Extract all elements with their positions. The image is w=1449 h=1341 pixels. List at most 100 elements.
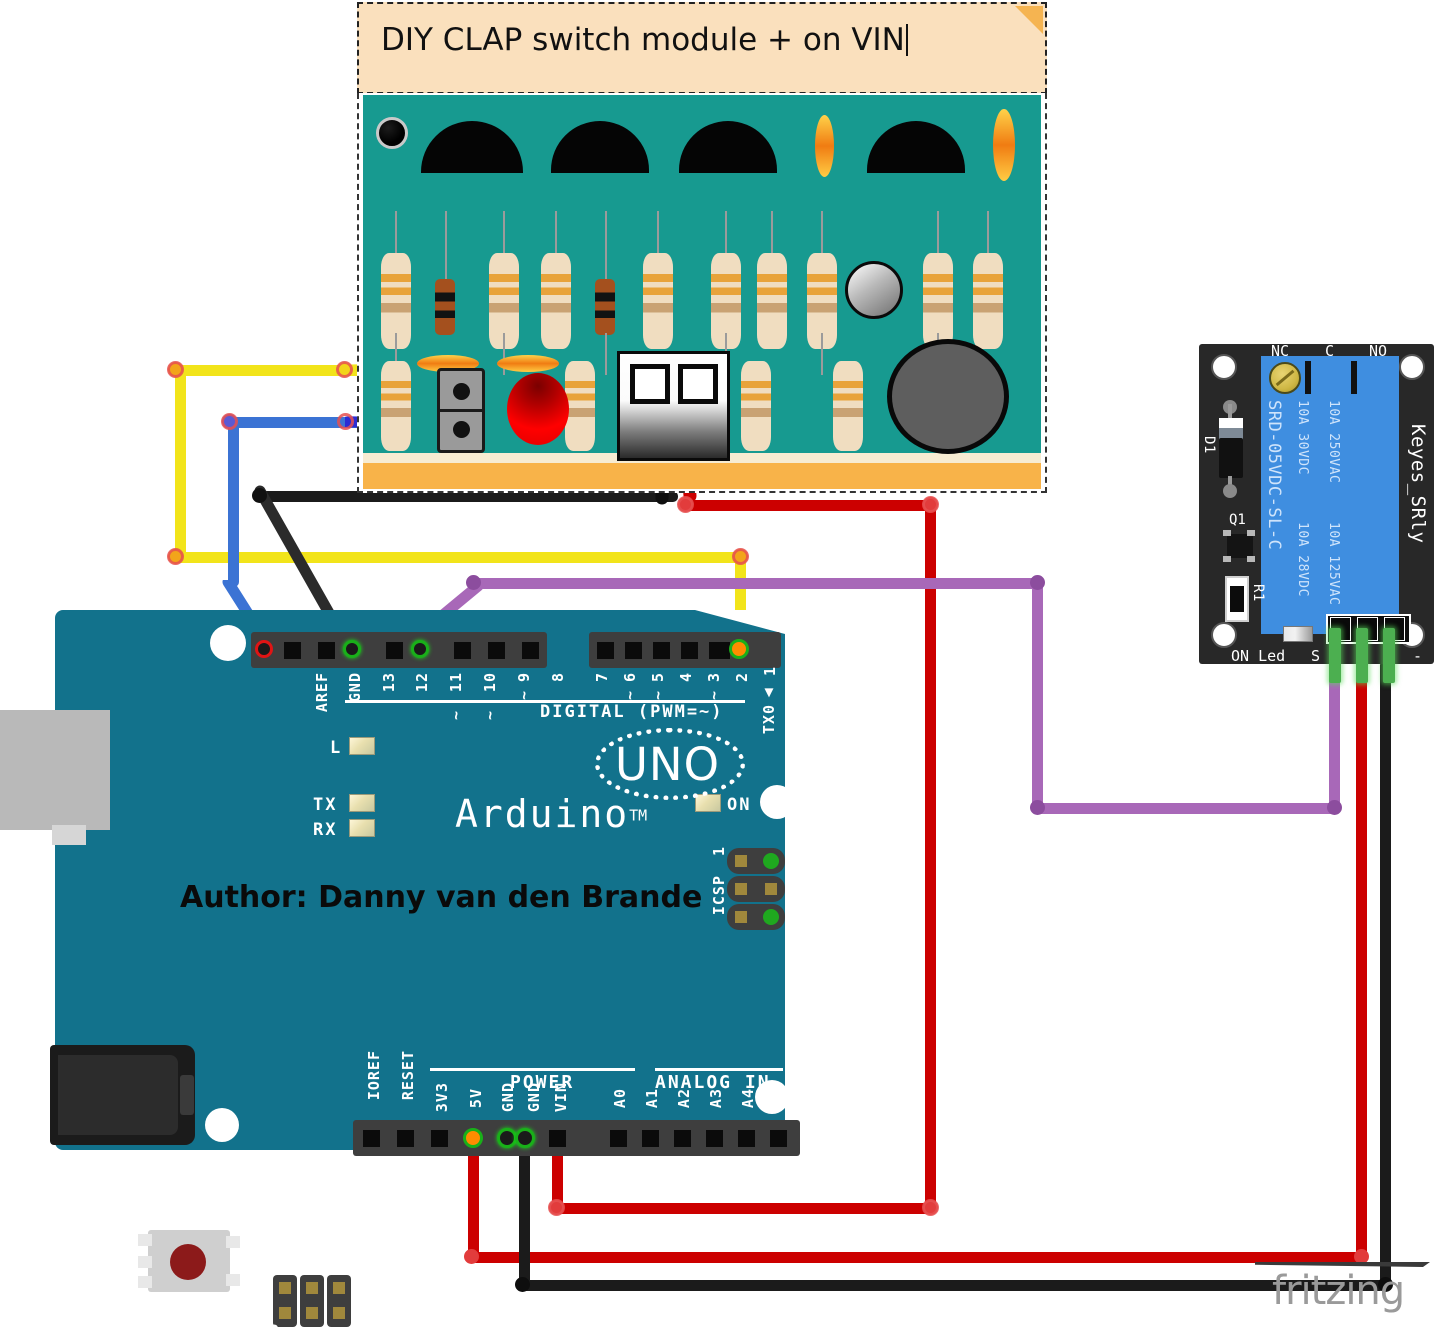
icsp-row[interactable] — [727, 848, 785, 874]
relay-brand-text: Keyes_SRly — [1407, 424, 1429, 544]
icsp-pad — [735, 855, 747, 867]
mounting-hole — [760, 785, 794, 819]
power-header-label: POWER — [510, 1072, 575, 1093]
power-pin-3v3[interactable] — [431, 1130, 448, 1147]
icsp2-column[interactable] — [300, 1275, 324, 1327]
blue-wire-top[interactable] — [228, 417, 368, 428]
power-pin-5v[interactable] — [463, 1128, 483, 1148]
digital-pin-5[interactable] — [653, 642, 670, 659]
black2-wire-v-left[interactable] — [519, 1140, 530, 1288]
yellow-wire-left[interactable] — [175, 365, 186, 557]
red2-wire-v-right[interactable] — [1356, 660, 1367, 1260]
red-wire-top[interactable] — [683, 500, 936, 511]
yellow-wire-top[interactable] — [175, 365, 365, 376]
digital-pin-gnd-dummy[interactable] — [318, 642, 335, 659]
led-label-ON: ON — [727, 795, 752, 815]
led-yellow-icon — [417, 355, 479, 372]
black-wire-h[interactable] — [258, 491, 678, 502]
analog-pin-a4[interactable] — [738, 1130, 755, 1147]
icsp-row[interactable] — [727, 904, 785, 930]
note-fold-corner — [1015, 6, 1043, 34]
power-header-rule — [430, 1068, 635, 1071]
power-pin-gnd1[interactable] — [497, 1128, 517, 1148]
reset-leg — [226, 1236, 240, 1248]
microphone — [887, 339, 1009, 454]
relay-pin-plus-lead[interactable] — [1356, 628, 1368, 683]
pin-label-13: 13 — [380, 672, 398, 693]
screw-nc[interactable] — [1269, 362, 1301, 394]
digital-pin-0-rx[interactable] — [729, 639, 749, 659]
icsp-row[interactable] — [727, 876, 785, 902]
digital-header-label: DIGITAL (PWM=~) — [540, 702, 724, 722]
analog-header[interactable] — [600, 1120, 800, 1156]
pin-aref-connected[interactable] — [255, 640, 273, 658]
purple-wire-v2[interactable] — [1329, 660, 1340, 810]
digital-pin-7[interactable] — [597, 642, 614, 659]
yellow-wire-down-pin0[interactable] — [735, 552, 746, 647]
power-pin-vin[interactable] — [549, 1130, 566, 1147]
purple-wire-h2[interactable] — [1032, 803, 1340, 814]
black2-wire-bottom[interactable] — [519, 1280, 1385, 1291]
resistor-lead — [395, 211, 397, 256]
relay-module[interactable]: NC C NO SRD-05VDC-SL-C 10A 30VDC 10A 250… — [1199, 342, 1434, 665]
icsp2-header[interactable] — [273, 1275, 354, 1327]
terminal-hole-2[interactable] — [453, 421, 470, 438]
power-header[interactable] — [353, 1120, 623, 1156]
digital-pin-9[interactable] — [522, 642, 539, 659]
purple-bend-3 — [1030, 800, 1045, 815]
icsp2-column[interactable] — [273, 1275, 297, 1327]
reset-button-cap[interactable] — [170, 1244, 206, 1280]
analog-pin-a2[interactable] — [674, 1130, 691, 1147]
red-wire-vin-up[interactable] — [552, 1140, 563, 1208]
icsp2-column[interactable] — [327, 1275, 351, 1327]
purple-wire-v1[interactable] — [1032, 578, 1043, 813]
purple-bend-4 — [1327, 800, 1342, 815]
resistor-lead — [725, 211, 727, 256]
analog-pin-a5[interactable] — [770, 1130, 787, 1147]
digital-pin-10[interactable] — [488, 642, 505, 659]
digital-pin-gnd[interactable] — [343, 640, 361, 658]
pin-label-2: 2 — [733, 672, 751, 683]
power-pin-gnd2[interactable] — [515, 1128, 535, 1148]
pin-label-4: 4 — [677, 672, 695, 683]
analog-pin-a3[interactable] — [706, 1130, 723, 1147]
digital-pin-4[interactable] — [681, 642, 698, 659]
digital-pin-11[interactable] — [454, 642, 471, 659]
red-wire-vert[interactable] — [925, 500, 936, 1208]
terminal-hole-1[interactable] — [453, 383, 470, 400]
power-pin-ioref[interactable] — [363, 1130, 380, 1147]
header-pin-1[interactable] — [630, 364, 670, 404]
icsp-header[interactable] — [727, 848, 785, 932]
red2-wire-v-left[interactable] — [468, 1140, 479, 1260]
header-pin-2[interactable] — [678, 364, 718, 404]
sticky-note[interactable]: DIY CLAP switch module + on VIN — [357, 2, 1047, 94]
yellow-wire-bottom[interactable] — [175, 552, 740, 563]
relay-mounting-hole — [1399, 354, 1425, 380]
digital-pin-13[interactable] — [386, 642, 403, 659]
usb-connector[interactable] — [0, 710, 110, 830]
clap-switch-module[interactable] — [357, 93, 1047, 493]
black2-wire-v-right[interactable] — [1380, 660, 1391, 1288]
relay-pin-s-lead[interactable] — [1329, 628, 1341, 683]
digital-pin-aref[interactable] — [284, 642, 301, 659]
red2-wire-bottom[interactable] — [468, 1252, 1363, 1263]
digital-pin-1-tx[interactable] — [710, 642, 727, 659]
red-wire-bottom[interactable] — [552, 1203, 935, 1214]
power-label-vin: VIN — [552, 1082, 570, 1113]
purple-wire-h1[interactable] — [472, 578, 1040, 589]
power-pin-reset[interactable] — [397, 1130, 414, 1147]
clap-module-terminal-block[interactable] — [437, 368, 485, 453]
digital-pin-6[interactable] — [625, 642, 642, 659]
reset-button[interactable] — [138, 1230, 240, 1292]
relay-pin-minus-lead[interactable] — [1383, 628, 1395, 683]
power-barrel-jack[interactable] — [50, 1045, 195, 1145]
digital-pin-12[interactable] — [411, 640, 429, 658]
pin-label-10: 10 — [481, 672, 499, 693]
icsp2-pad — [279, 1282, 291, 1294]
clap-module-pin-header[interactable] — [617, 351, 730, 461]
blue-wire-vert[interactable] — [228, 417, 239, 587]
pin-label-5: 5 — [649, 672, 667, 683]
analog-pin-a0[interactable] — [610, 1130, 627, 1147]
analog-pin-a1[interactable] — [642, 1130, 659, 1147]
q1-leg — [1247, 556, 1255, 562]
